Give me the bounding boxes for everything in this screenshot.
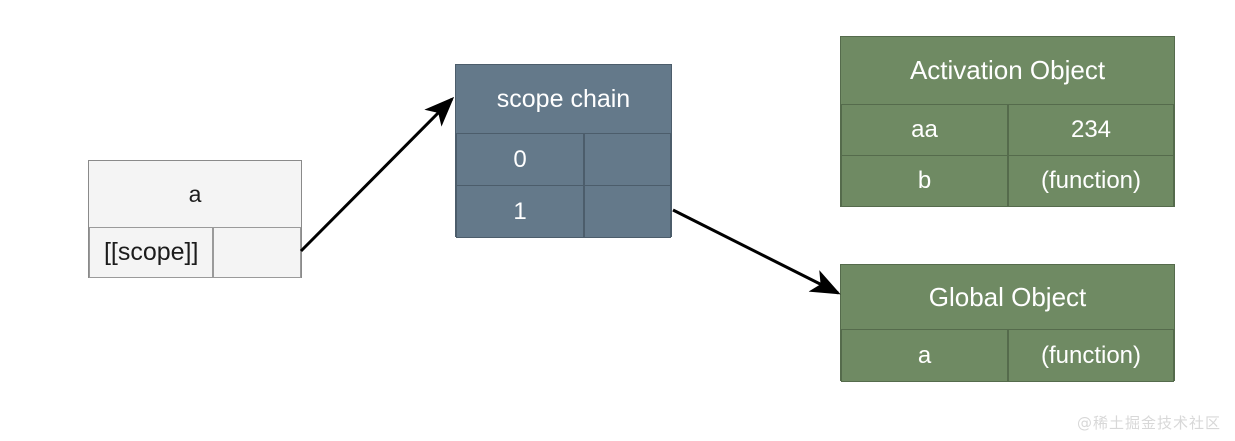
scope-chain-box: scope chain 0 1 — [455, 64, 672, 238]
activation-object-row-1: b (function) — [841, 155, 1174, 207]
global-object-value-0: (function) — [1008, 329, 1174, 382]
function-box: a [[scope]] — [88, 160, 302, 278]
activation-object-value-0: 234 — [1008, 104, 1174, 156]
global-object-header-row: Global Object — [841, 265, 1174, 329]
scope-chain-index-0: 0 — [456, 133, 584, 186]
activation-object-key-1: b — [841, 155, 1008, 207]
global-object-row-0: a (function) — [841, 329, 1174, 382]
activation-object-header-row: Activation Object — [841, 37, 1174, 104]
activation-object-value-1: (function) — [1008, 155, 1174, 207]
function-box-scope-key: [[scope]] — [89, 227, 214, 278]
arrow-scope-chain-to-global-object — [672, 208, 841, 295]
function-box-scope-value — [213, 227, 301, 278]
scope-chain-header-row: scope chain — [456, 65, 671, 133]
global-object-box: Global Object a (function) — [840, 264, 1175, 382]
scope-chain-value-0 — [584, 133, 671, 186]
activation-object-box: Activation Object aa 234 b (function) — [840, 36, 1175, 207]
global-object-key-0: a — [841, 329, 1008, 382]
activation-object-header: Activation Object — [841, 37, 1174, 104]
activation-object-row-0: aa 234 — [841, 104, 1174, 156]
activation-object-key-0: aa — [841, 104, 1008, 156]
scope-chain-index-1: 1 — [456, 185, 584, 238]
function-box-header: a — [89, 161, 301, 227]
function-box-header-row: a — [89, 161, 301, 227]
function-box-scope-row: [[scope]] — [89, 227, 301, 278]
scope-chain-row-0: 0 — [456, 133, 671, 186]
scope-chain-row-1: 1 — [456, 185, 671, 238]
scope-chain-header: scope chain — [456, 65, 671, 133]
scope-chain-value-1 — [584, 185, 671, 238]
global-object-header: Global Object — [841, 265, 1174, 329]
arrow-scope-to-scope-chain — [299, 96, 455, 253]
watermark: @稀土掘金技术社区 — [1076, 414, 1221, 432]
